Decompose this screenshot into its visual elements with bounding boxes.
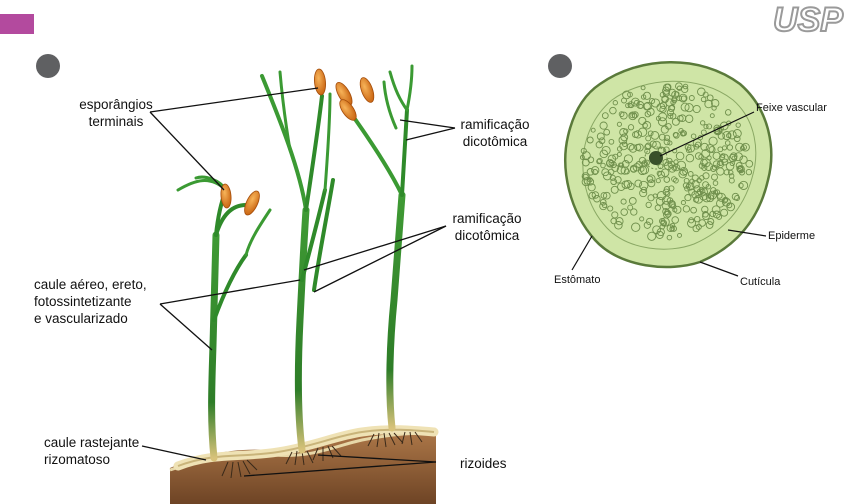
label-sporangia: esporângios terminais bbox=[60, 96, 172, 130]
label-vascular-bundle: Feixe vascular bbox=[756, 102, 846, 115]
label-epidermis: Epiderme bbox=[768, 230, 838, 243]
label-branching-mid-line1: ramificação bbox=[444, 210, 530, 227]
vascular-bundle bbox=[649, 151, 663, 165]
label-sporangia-line1: esporângios bbox=[60, 96, 172, 113]
label-rhizome-line1: caule rastejante bbox=[44, 434, 164, 451]
label-rhizome-line2: rizomatoso bbox=[44, 451, 164, 468]
label-branching-top: ramificação dicotômica bbox=[452, 116, 538, 150]
label-branching-top-line1: ramificação bbox=[452, 116, 538, 133]
label-branching-top-line2: dicotômica bbox=[452, 133, 538, 150]
label-aerial-stem-line2: fotossintetizante bbox=[34, 293, 174, 310]
label-rhizoids: rizoides bbox=[460, 455, 530, 472]
label-sporangia-line2: terminais bbox=[60, 113, 172, 130]
label-aerial-stem: caule aéreo, ereto, fotossintetizante e … bbox=[34, 276, 174, 327]
label-rhizome: caule rastejante rizomatoso bbox=[44, 434, 164, 468]
label-stomata: Estômato bbox=[554, 274, 624, 287]
label-cuticle: Cutícula bbox=[740, 276, 810, 289]
label-branching-mid-line2: dicotômica bbox=[444, 227, 530, 244]
label-aerial-stem-line3: e vascularizado bbox=[34, 310, 174, 327]
label-branching-mid: ramificação dicotômica bbox=[444, 210, 530, 244]
label-aerial-stem-line1: caule aéreo, ereto, bbox=[34, 276, 174, 293]
